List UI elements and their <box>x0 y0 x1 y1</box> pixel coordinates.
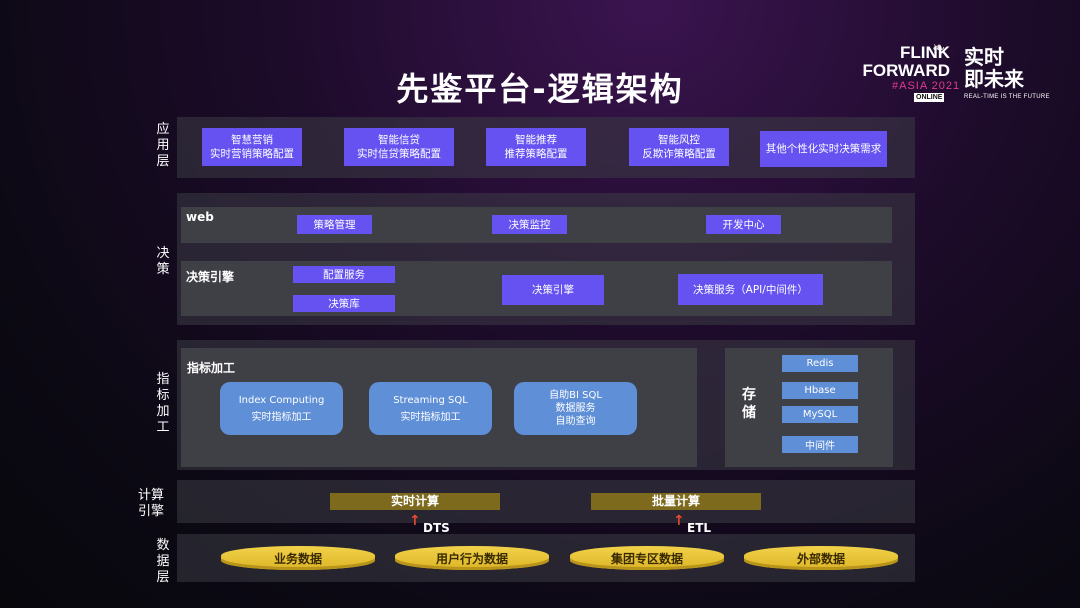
squirrel-icon: ❧ <box>932 38 946 57</box>
web-label: web <box>186 210 214 224</box>
app-box-credit: 智能信贷实时信贷策略配置 <box>344 128 454 166</box>
logo-subtitle: REAL-TIME IS THE FUTURE <box>964 94 1050 100</box>
data-source-external: 外部数据 <box>744 546 898 570</box>
dts-arrow-icon: ↑ <box>409 513 421 529</box>
etl-label: ETL <box>687 521 712 535</box>
storage-redis: Redis <box>782 355 858 372</box>
indicator-label: 指标加工 <box>187 361 236 375</box>
decision-service-box: 决策服务（API/中间件） <box>678 274 823 305</box>
logo-cn1: 实时 <box>964 45 1004 69</box>
layer-label-indicator: 指标加工 <box>156 372 170 435</box>
logo-line1: FLINK <box>899 43 950 62</box>
flink-forward-logo: ❧ FLINK FORWARD #ASIA 2021 ONLINE 实时 即未来… <box>852 38 1049 108</box>
data-source-business: 业务数据 <box>221 546 375 570</box>
app-box-marketing: 智慧营销实时营销策略配置 <box>202 128 302 166</box>
app-box-risk: 智能风控反欺诈策略配置 <box>629 128 729 166</box>
decision-library-box: 决策库 <box>293 295 395 312</box>
app-box-recommend: 智能推荐推荐策略配置 <box>486 128 586 166</box>
layer-label-app: 应用层 <box>156 122 170 169</box>
app-box-other: 其他个性化实时决策需求 <box>760 131 887 167</box>
etl-arrow-icon: ↑ <box>673 513 685 529</box>
web-item-strategy: 策略管理 <box>297 215 372 234</box>
logo-line2: FORWARD <box>862 61 950 80</box>
storage-hbase: Hbase <box>782 382 858 399</box>
batch-compute-box: 批量计算 <box>591 493 761 510</box>
layer-label-data: 数据层 <box>156 538 170 585</box>
realtime-compute-box: 实时计算 <box>330 493 500 510</box>
layer-label-decision: 决策 <box>156 246 170 277</box>
logo-asia: #ASIA 2021 <box>892 80 961 92</box>
web-item-devcenter: 开发中心 <box>706 215 781 234</box>
dts-label: DTS <box>423 521 450 535</box>
config-service-box: 配置服务 <box>293 266 395 283</box>
engine-label: 决策引擎 <box>186 270 235 284</box>
page-title: 先鉴平台-逻辑架构 <box>396 70 684 108</box>
layer-label-compute: 计算引擎 <box>138 488 165 519</box>
logo-online: ONLINE <box>914 93 945 102</box>
storage-label: 存储 <box>742 387 756 421</box>
web-item-monitor: 决策监控 <box>492 215 567 234</box>
data-source-user-behavior: 用户行为数据 <box>395 546 549 570</box>
compute-layer-band <box>177 480 915 523</box>
storage-middleware: 中间件 <box>782 436 858 453</box>
logo-cn2: 即未来 <box>964 67 1024 91</box>
data-source-group: 集团专区数据 <box>570 546 724 570</box>
decision-engine-box: 决策引擎 <box>502 275 604 305</box>
storage-mysql: MySQL <box>782 406 858 423</box>
